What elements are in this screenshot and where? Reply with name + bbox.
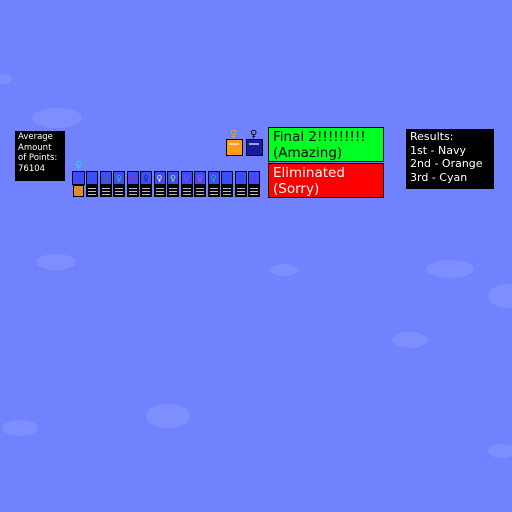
average-label-line3: of Points: [18, 153, 58, 163]
results-heading: Results: [410, 130, 454, 143]
contestant-figure-icon: ♀ [116, 174, 122, 183]
average-points-box: Average Amount of Points: 76104 [15, 131, 65, 181]
contestant-cell: ♀ [248, 171, 260, 197]
contestant-figure-icon: ♀ [143, 174, 149, 183]
cloud [426, 260, 474, 278]
orange-figure-icon: ♀ [230, 129, 238, 140]
cloud [36, 254, 76, 270]
cloud [488, 284, 512, 308]
contestant-cell: ♀ [99, 171, 112, 197]
contestant-figure-icon: ♀ [102, 174, 109, 183]
contestant-figure-icon: ♀ [89, 174, 95, 183]
contestant-figure-icon: ♀ [183, 174, 190, 183]
contestant-figure-icon: ♀ [170, 174, 176, 183]
contestant-figure-icon: ♀ [251, 174, 257, 183]
results-second: 2nd - Orange [410, 157, 483, 170]
cyan-figure-icon: ♀ [75, 160, 83, 171]
contestant-cell: ♀ [113, 171, 125, 197]
results-box: Results: 1st - Navy 2nd - Orange 3rd - C… [406, 129, 494, 189]
final-line2: (Amazing) [273, 145, 343, 161]
final-two-box: Final 2!!!!!!!!! (Amazing) [268, 127, 384, 162]
contestant-figure-icon: ♀ [129, 174, 136, 183]
average-label-line2: Amount [18, 142, 52, 153]
contestant-figure-icon: ♀ [156, 174, 163, 183]
results-third: 3rd - Cyan [410, 170, 468, 184]
cloud [32, 108, 82, 128]
contestant-cell: ♀ [86, 171, 98, 197]
contestant-cell: ♀ [234, 171, 247, 197]
contestant-cell: ♀ [180, 171, 193, 197]
eliminated-line2: (Sorry) [273, 181, 320, 197]
navy-finalist [246, 139, 263, 156]
cloud [146, 404, 190, 428]
contestant-cell: ♀ [207, 171, 220, 197]
average-label-line1: Average [18, 132, 53, 142]
results-first: 1st - Navy [410, 143, 466, 157]
contestant-figure-icon: ♀ [210, 174, 217, 183]
cloud [488, 444, 512, 458]
cloud [392, 332, 428, 348]
contestant-cell: ♀ [153, 171, 166, 197]
contestant-cell: ♀ [140, 171, 152, 197]
contestant-figure-icon: ♀ [237, 174, 244, 183]
navy-figure-icon: ♀ [250, 129, 258, 140]
contestant-cell: ♀ [126, 171, 139, 197]
contestant-figure-icon: ♀ [224, 174, 230, 183]
contestant-cell: ♀ [194, 171, 206, 197]
cloud [2, 420, 38, 436]
eliminated-box: Eliminated (Sorry) [268, 163, 384, 198]
contestant-cell: ♀ [221, 171, 233, 197]
final-line1: Final 2!!!!!!!!! [273, 129, 366, 145]
contestant-cell: ♀ [167, 171, 179, 197]
eliminated-line1: Eliminated [273, 165, 345, 181]
cloud [0, 74, 12, 84]
average-value: 76104 [18, 163, 46, 174]
contestant-figure-icon: ♀ [197, 174, 203, 183]
orange-finalist [226, 139, 243, 156]
cloud [270, 264, 298, 276]
cyan-contestant: ♀ [72, 160, 85, 197]
